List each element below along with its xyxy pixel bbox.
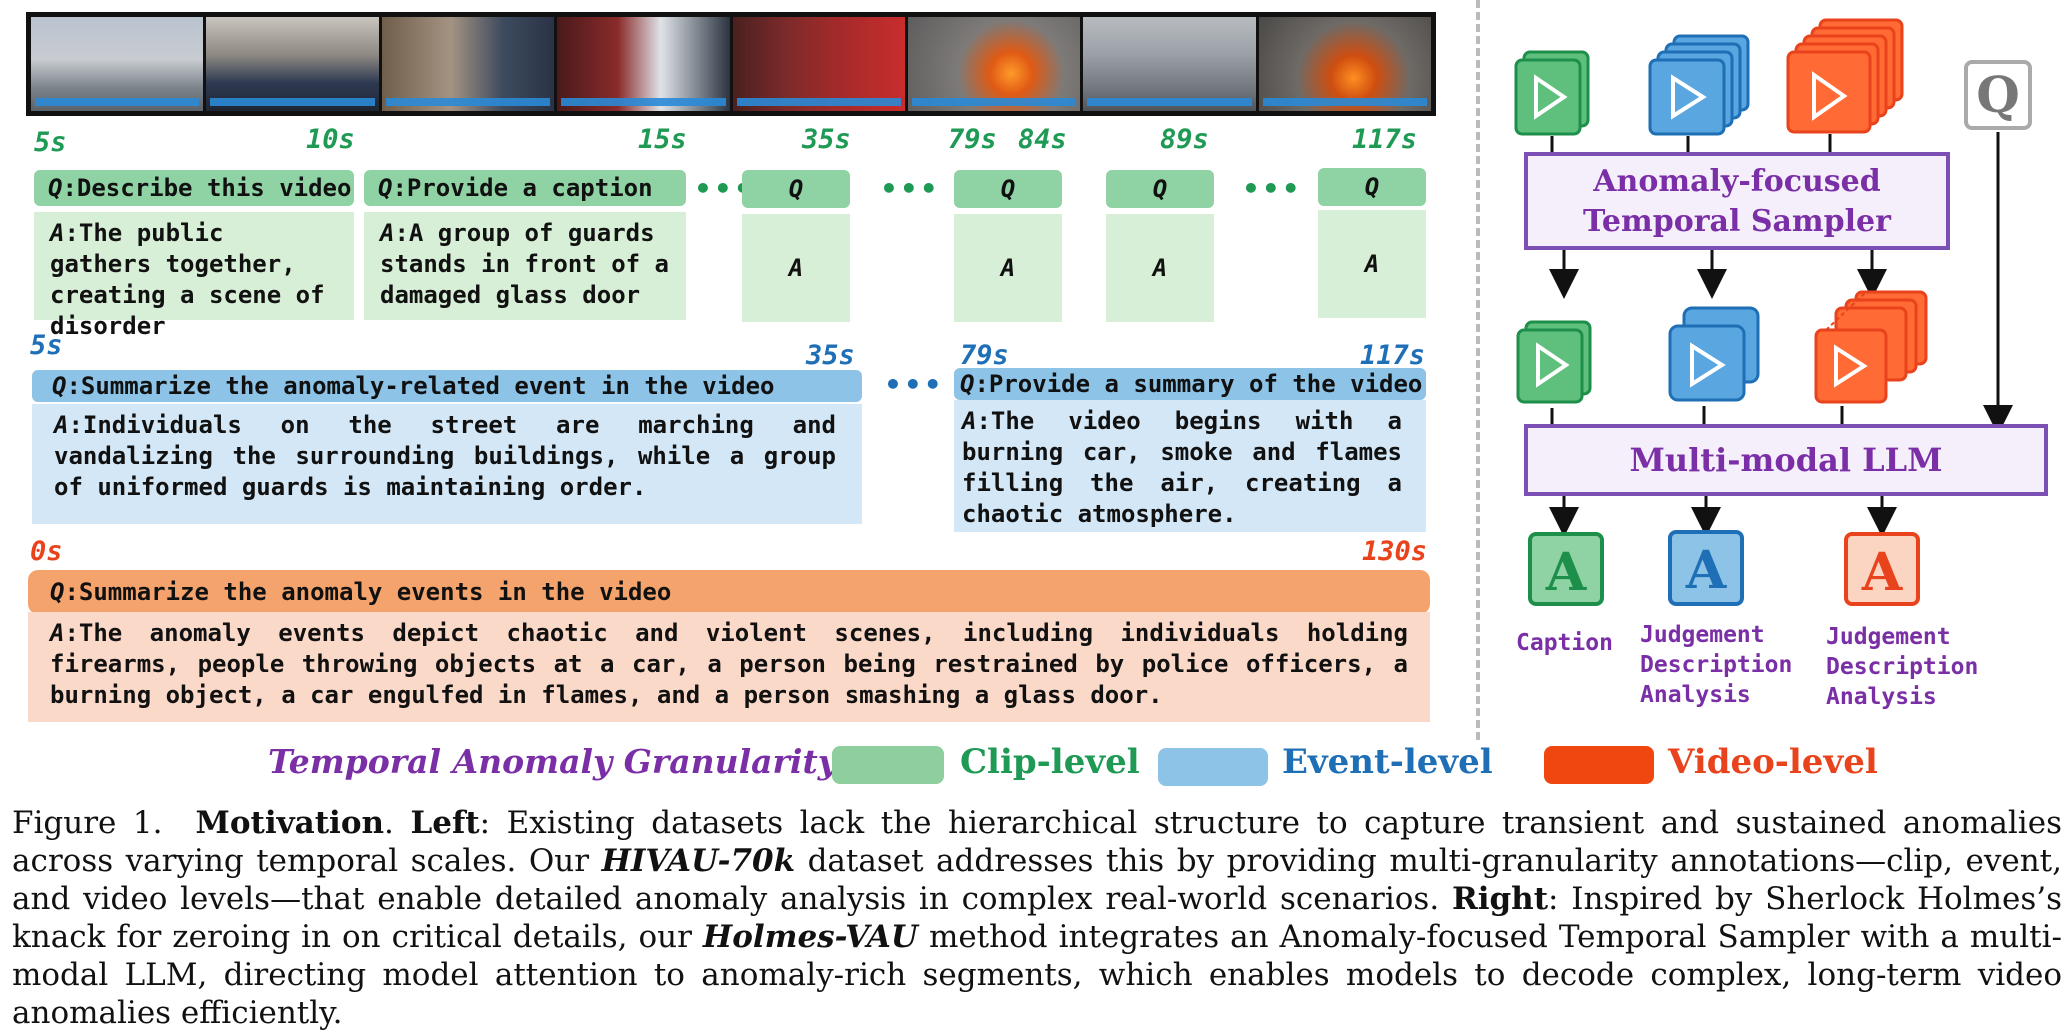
- clip-question-2: Q:Provide a caption: [364, 170, 686, 206]
- video-timestamp-start: 0s: [30, 536, 63, 567]
- sampler-line-1: Anomaly-focused: [1593, 164, 1881, 199]
- answer-caption-icon: A: [1528, 532, 1604, 606]
- event-question-1: Q:Summarize the anomaly-related event in…: [32, 370, 862, 402]
- event-timestamp: 35s: [806, 340, 855, 371]
- legend-swatch-clip: [832, 746, 944, 784]
- sampler-line-2: Temporal Sampler: [1583, 204, 1891, 239]
- legend-label-video: Video-level: [1668, 742, 1878, 782]
- event-timestamp: 117s: [1360, 340, 1426, 371]
- clip-question-short: Q: [954, 170, 1062, 208]
- clip-answer-short: A: [954, 214, 1062, 322]
- clip-ellipsis: •••: [1242, 172, 1302, 205]
- clip-timestamp: 84s: [1018, 124, 1067, 155]
- clip-timestamp-start: 5s: [34, 127, 67, 158]
- video-frame-5: [732, 17, 905, 111]
- svg-text:Q: Q: [1976, 65, 2020, 124]
- sampled-clip-icon: [1516, 320, 1592, 404]
- clip-question-short: Q: [1318, 168, 1426, 206]
- input-clip-icon: [1514, 50, 1590, 136]
- panel-divider: [1476, 0, 1480, 740]
- clip-timestamp: 89s: [1160, 124, 1209, 155]
- pipeline-diagram: Q A A: [1514, 18, 2032, 606]
- output-label-event: Judgement Description Analysis: [1640, 622, 1793, 708]
- video-question: Q:Summarize the anomaly events in the vi…: [28, 570, 1430, 614]
- output-label-video: Judgement Description Analysis: [1826, 624, 1979, 710]
- clip-answer-short: A: [1318, 210, 1426, 318]
- legend-title: Temporal Anomaly Granularity:: [268, 742, 850, 781]
- video-timestamp-end: 130s: [1362, 536, 1428, 567]
- clip-answer-1: A:The public gathers together, creating …: [34, 212, 354, 340]
- answer-event-icon: A: [1668, 530, 1744, 606]
- clip-answer-short: A: [1106, 214, 1214, 322]
- clip-timestamp: 117s: [1352, 124, 1418, 155]
- video-frame-7: [1083, 17, 1256, 111]
- legend-swatch-event: [1158, 748, 1268, 786]
- sampled-event-icon: [1668, 306, 1760, 402]
- clip-answer-2: A:A group of guards stands in front of a…: [364, 212, 686, 320]
- input-event-stack-icon: [1648, 34, 1750, 136]
- svg-text:A: A: [1861, 542, 1903, 603]
- clip-timestamp: 15s: [638, 124, 687, 155]
- legend-swatch-video: [1544, 746, 1654, 784]
- event-ellipsis: •••: [884, 368, 944, 401]
- event-question-2: Q:Provide a summary of the video: [954, 368, 1426, 400]
- figure-caption: Figure 1. Motivation. Left: Existing dat…: [12, 805, 2062, 1031]
- question-icon: Q: [1964, 60, 2032, 130]
- video-frame-2: [206, 17, 379, 111]
- event-timestamp: 5s: [30, 330, 63, 361]
- clip-answer-short: A: [742, 214, 850, 322]
- clip-timestamp: 10s: [306, 124, 355, 155]
- temporal-sampler-box: Anomaly-focused Temporal Sampler: [1524, 152, 1950, 250]
- svg-text:A: A: [1545, 542, 1587, 603]
- output-label-caption: Caption: [1516, 630, 1613, 656]
- clip-question-short: Q: [742, 170, 850, 208]
- video-frame-6: [907, 17, 1081, 111]
- clip-ellipsis: •••: [880, 172, 940, 205]
- clip-timestamp: 79s: [948, 124, 997, 155]
- svg-text:A: A: [1685, 540, 1727, 601]
- legend-label-event: Event-level: [1282, 742, 1493, 782]
- video-frame-8: [1258, 17, 1431, 111]
- clip-question-short: Q: [1106, 170, 1214, 208]
- sampled-video-icon: [1814, 290, 1928, 404]
- clip-question-1: Q:Describe this video: [34, 170, 354, 206]
- legend-label-clip: Clip-level: [960, 742, 1140, 782]
- answer-video-icon: A: [1844, 532, 1920, 606]
- video-filmstrip: [26, 12, 1436, 116]
- video-frame-3: [381, 17, 555, 111]
- event-timestamp: 79s: [960, 340, 1009, 371]
- event-answer-2: A:The video begins with a burning car, s…: [954, 400, 1426, 532]
- clip-timestamp: 35s: [802, 124, 851, 155]
- input-video-stack-icon: [1786, 18, 1904, 134]
- video-answer: A:The anomaly events depict chaotic and …: [28, 612, 1430, 722]
- multimodal-llm-box: Multi-modal LLM: [1524, 424, 2048, 496]
- video-frame-4: [557, 17, 730, 111]
- video-frame-1: [31, 17, 204, 111]
- event-answer-1: A:Individuals on the street are marching…: [32, 404, 862, 524]
